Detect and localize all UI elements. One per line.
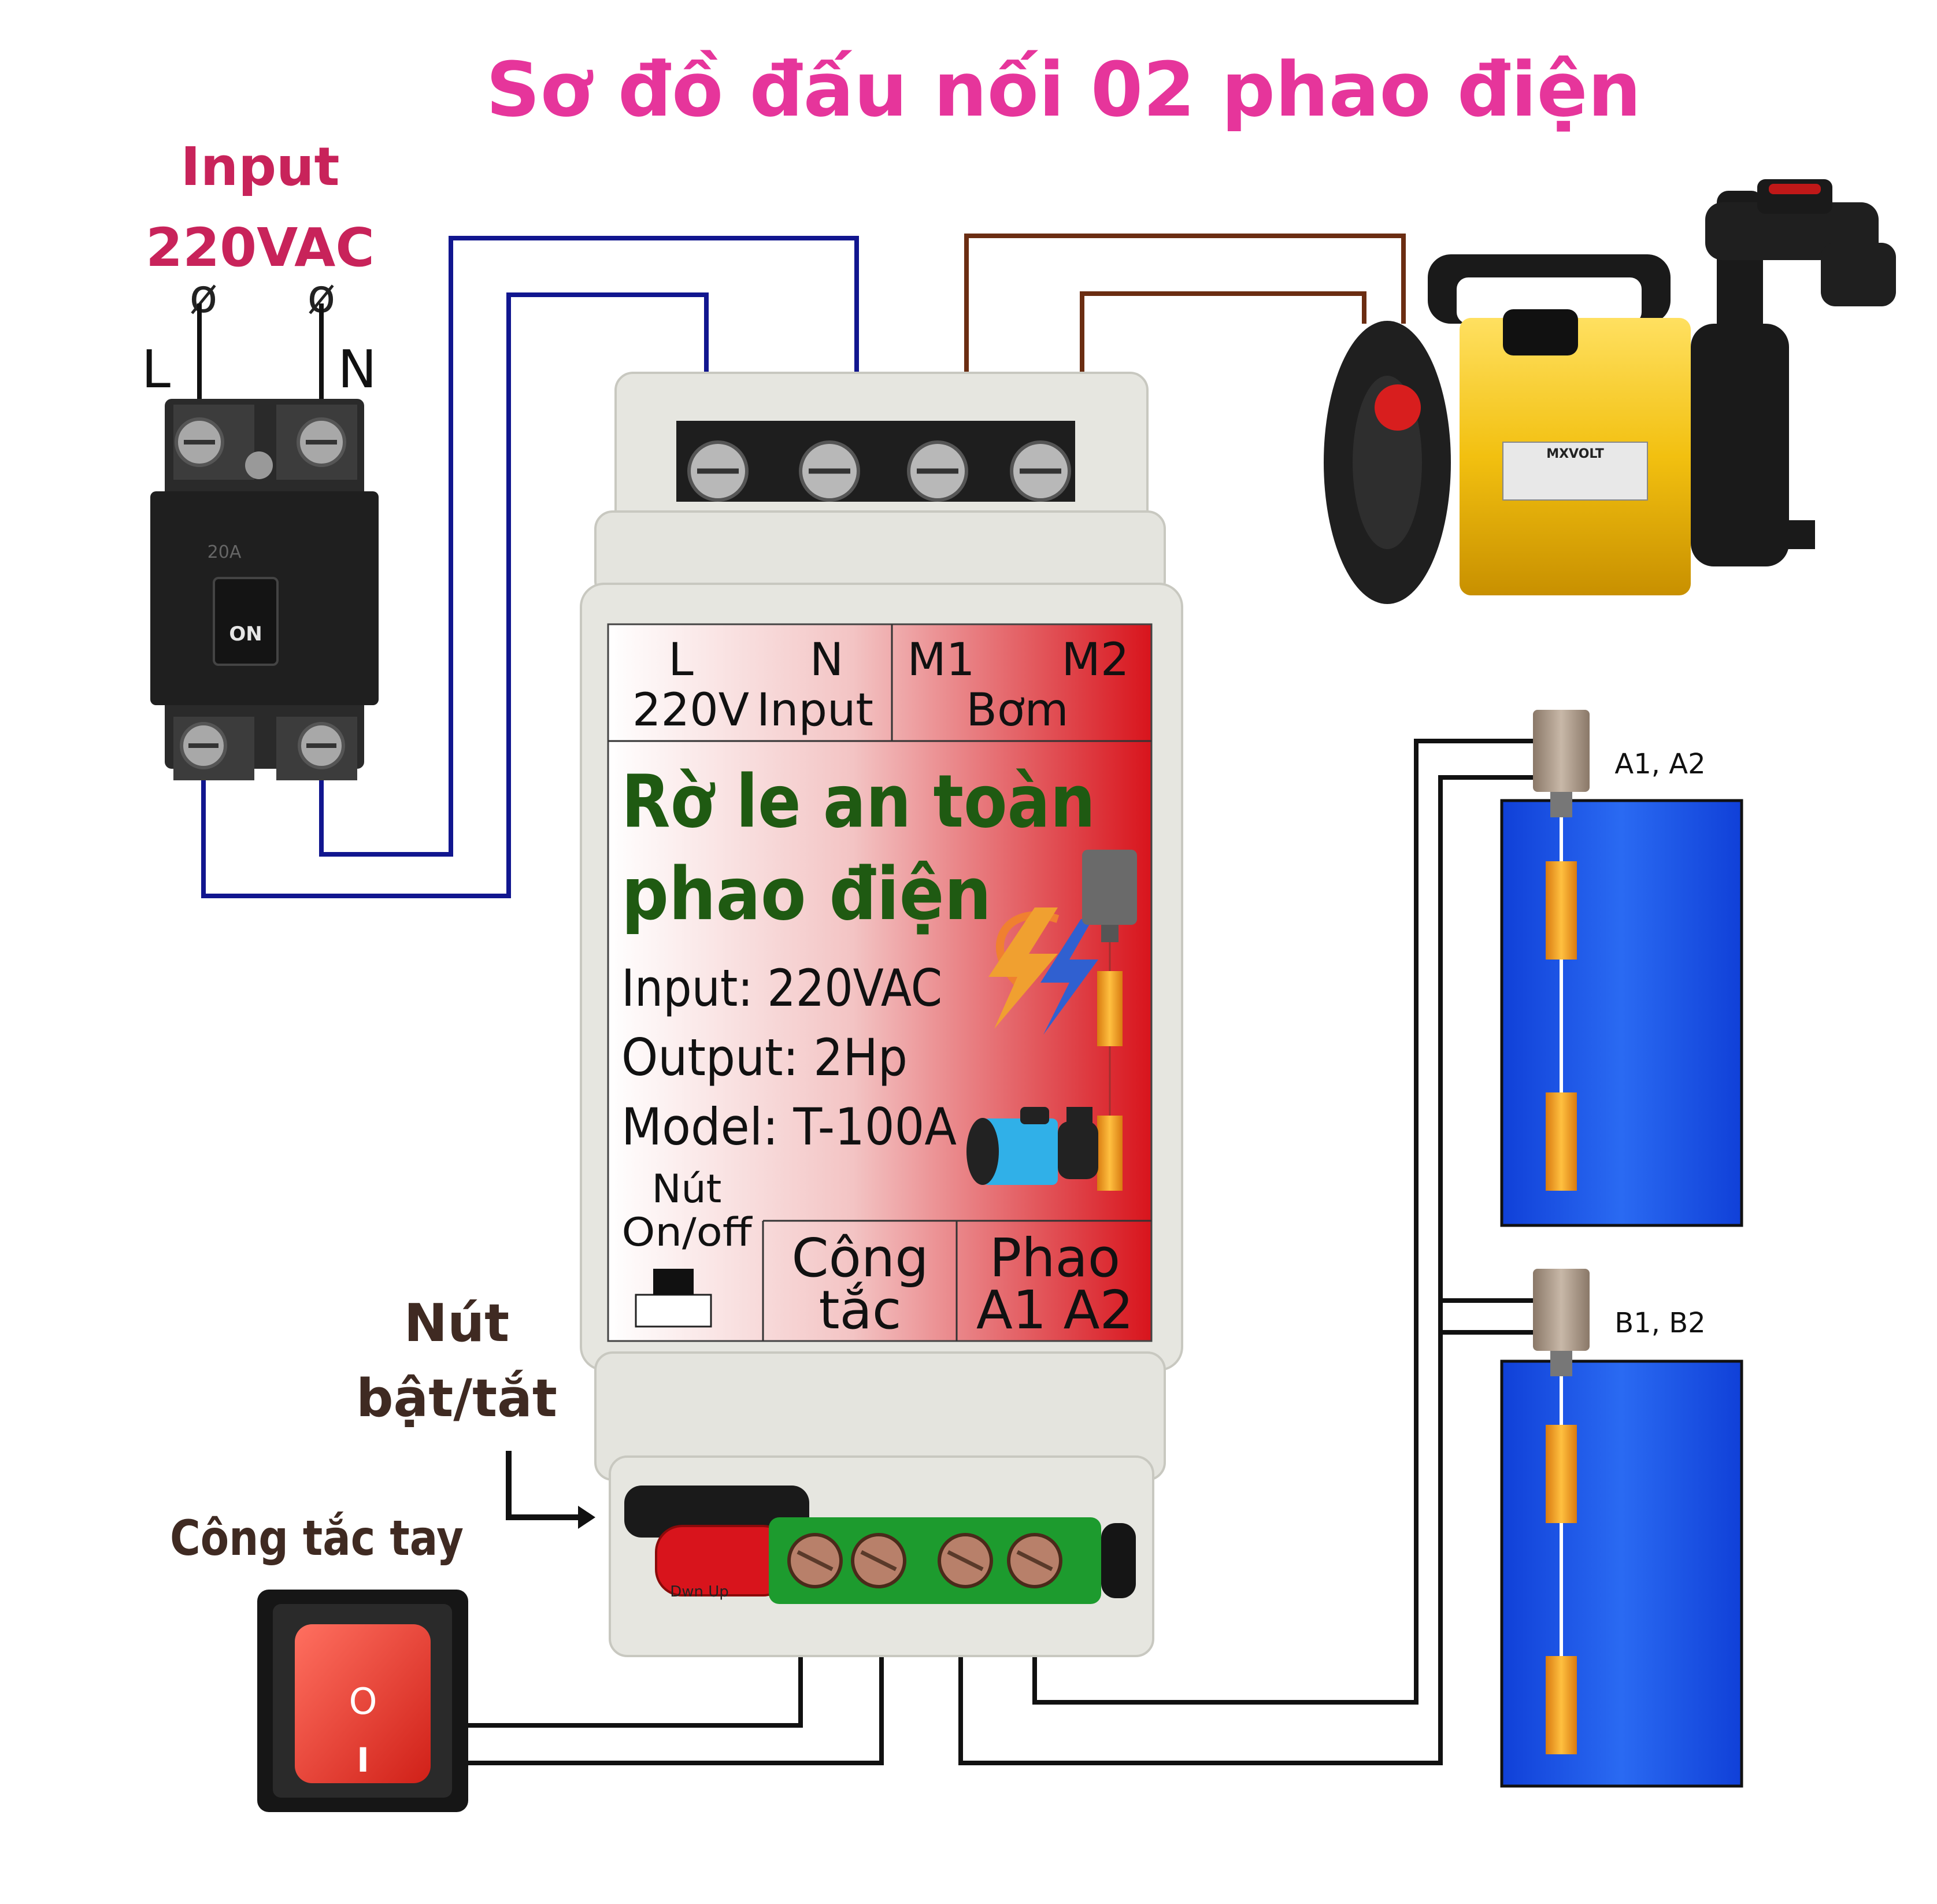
relay-spec-model: Model: T-100A [621, 1097, 957, 1157]
relay-label-m1: M1 [908, 634, 975, 686]
wire-float-2 [1032, 739, 1533, 1705]
wire-blue-l [201, 292, 709, 898]
sensor-label-b: B1, B2 [1614, 1307, 1705, 1339]
float-ball [1546, 1092, 1577, 1191]
sensor-label-a: A1, A2 [1614, 748, 1705, 780]
wire-brown-m1 [964, 234, 1406, 379]
relay-terminal-print: Dwn Up [670, 1583, 729, 1601]
power-button-callout: Nút bật/tắt [356, 1293, 595, 1529]
wire-brown-m2 [1080, 291, 1366, 379]
wires [197, 234, 1533, 1765]
line-label-l: L [142, 339, 171, 400]
relay-btn-outline [635, 1294, 712, 1328]
breaker-rating: 20A [208, 542, 242, 562]
relay-btn-line2: On/off [622, 1210, 753, 1255]
circuit-breaker: 20A ON [150, 399, 379, 780]
float-sensor-head [1533, 1269, 1590, 1351]
float-ball [1546, 1656, 1577, 1754]
relay-btn-line1: Nút [652, 1166, 722, 1212]
relay-name-line1: Rờ le an toàn [621, 759, 1095, 844]
line-label-n: N [338, 339, 376, 400]
breaker-toggle[interactable] [213, 577, 279, 666]
manual-switch: Công tắc tay O I [170, 1510, 468, 1812]
wire-switch-2 [467, 1656, 884, 1765]
switch-on-symbol: O [349, 1680, 377, 1723]
relay-cong-tac-line2: tắc [818, 1279, 901, 1341]
relay-label-input: Input [757, 684, 873, 736]
rocker-switch[interactable] [295, 1624, 431, 1783]
float-ball [1546, 861, 1577, 960]
relay-label-l: L [668, 634, 694, 686]
pump-housing [1691, 324, 1789, 566]
relay-label-bom: Bơm [966, 684, 1068, 736]
input-label-line1: Input [180, 136, 339, 198]
mini-float-icon [1082, 850, 1137, 1191]
relay-btn-knob [653, 1269, 694, 1295]
pump-nameplate [1502, 442, 1648, 501]
power-button-label-line2: bật/tắt [356, 1368, 557, 1429]
tank-body [1500, 1360, 1743, 1788]
screw-icon [245, 451, 273, 479]
tank-body [1500, 799, 1743, 1227]
relay-name-line2: phao điện [621, 851, 991, 936]
pump-capacitor [1503, 309, 1578, 355]
input-label-line2: 220VAC [146, 217, 375, 279]
float-ball [1546, 1425, 1577, 1523]
relay-cong-tac-line1: Công [791, 1227, 928, 1289]
wire-float-1 [958, 775, 1533, 1765]
switch-off-symbol: I [357, 1740, 369, 1780]
power-button-label-line1: Nút [404, 1293, 509, 1354]
mini-pump-icon [966, 1107, 1098, 1185]
pump-brand: MXVOLT [1546, 447, 1604, 461]
pump-cap [1769, 184, 1821, 194]
relay-phao-line2: A1 A2 [976, 1279, 1134, 1341]
manual-switch-label: Công tắc tay [170, 1510, 464, 1566]
relay-label-n: N [810, 634, 843, 686]
breaker-state: ON [229, 623, 262, 646]
arrow-icon [506, 1451, 584, 1520]
relay-spec-input: Input: 220VAC [621, 958, 942, 1018]
safety-relay: L N 220V Input M1 M2 Bơm Rờ le an toàn p… [580, 372, 1183, 1657]
float-sensor-head [1533, 710, 1590, 792]
relay-phao-line1: Phao [990, 1227, 1120, 1289]
lightning-logo-icon [988, 907, 1098, 1035]
relay-button-collar [624, 1486, 809, 1538]
relay-label-220v: 220V [632, 684, 749, 736]
relay-label-m2: M2 [1062, 634, 1129, 686]
water-tank-bottom: B1, B2 [1500, 1269, 1743, 1788]
wire-blue-n [319, 236, 859, 857]
page-title: Sơ đồ đấu nối 02 phao điện [486, 46, 1642, 134]
water-pump: MXVOLT [1324, 179, 1896, 604]
phase-symbol-l: ø [190, 269, 218, 323]
pump-sticker [1375, 384, 1421, 431]
relay-spec-output: Output: 2Hp [621, 1028, 908, 1087]
wire-switch-1 [467, 1656, 803, 1728]
water-tank-top: A1, A2 [1500, 710, 1743, 1227]
